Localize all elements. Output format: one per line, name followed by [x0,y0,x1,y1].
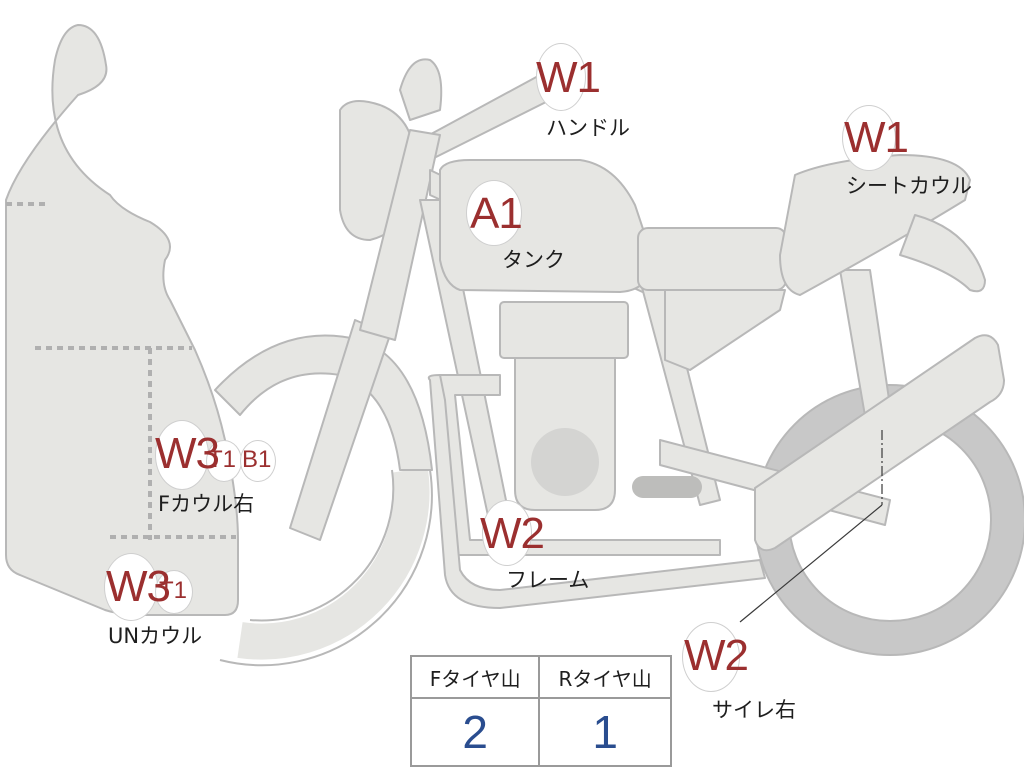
front-tire-value: 2 [409,697,541,767]
exhaust-pipe-2 [427,374,766,609]
f-cowl-right-code: W3 [155,429,220,478]
engine-head [499,301,629,359]
tire-tread-table: Fタイヤ山 Rタイヤ山 2 1 [409,655,672,767]
front-wheel [219,467,433,667]
side-cover [664,289,786,371]
seat [637,227,787,291]
silencer-right-label: サイレ右 [712,698,796,722]
front-fairing [5,24,239,616]
tank-label: タンク [502,248,565,272]
f-cowl-extra2-circle [240,440,276,482]
steering-column [359,129,441,341]
handle-code: W1 [536,53,601,102]
un-cowl-code-circle [104,553,158,621]
seat-cowl-label: シートカウル [846,174,972,198]
silencer-pointer-line [739,504,883,623]
footpeg [632,476,702,498]
un-cowl-extra1-circle [155,570,193,614]
tire-table-header-row: Fタイヤ山 Rタイヤ山 [409,655,672,699]
handlebar-grip [399,58,443,121]
rear-tire-header: Rタイヤ山 [538,655,672,699]
engine-cover [531,428,599,496]
silencer-code-circle [682,622,740,692]
exhaust-pipe-1 [439,374,721,556]
un-cowl-extra1: T1 [159,577,188,604]
f-cowl-right-extra1: T1 [208,446,237,473]
seat-cowl-code-circle [842,105,896,171]
tire-table-value-row: 2 1 [409,697,672,767]
tank-code-circle [466,180,522,246]
tank-code: A1 [470,189,523,238]
front-tire-header: Fタイヤ山 [409,655,541,699]
f-cowl-code-circle [155,420,209,490]
un-cowl-code: W3 [106,562,171,611]
rear-tire-value: 1 [538,697,672,767]
silencer [754,334,1005,552]
frame-code-circle [482,500,532,566]
handle-label: ハンドル [546,116,630,140]
f-cowl-right-label: Fカウル右 [158,492,255,516]
seat-cowl-code: W1 [844,113,909,162]
f-cowl-extra1-circle [206,440,242,482]
frame-code: W2 [480,509,545,558]
seat-cowl-tail [899,214,986,293]
handle-code-circle [536,43,586,111]
f-cowl-right-extra2: B1 [242,446,272,473]
frame-label: フレーム [506,568,590,592]
un-cowl-label: UNカウル [108,624,203,648]
silencer-right-code: W2 [684,631,749,680]
